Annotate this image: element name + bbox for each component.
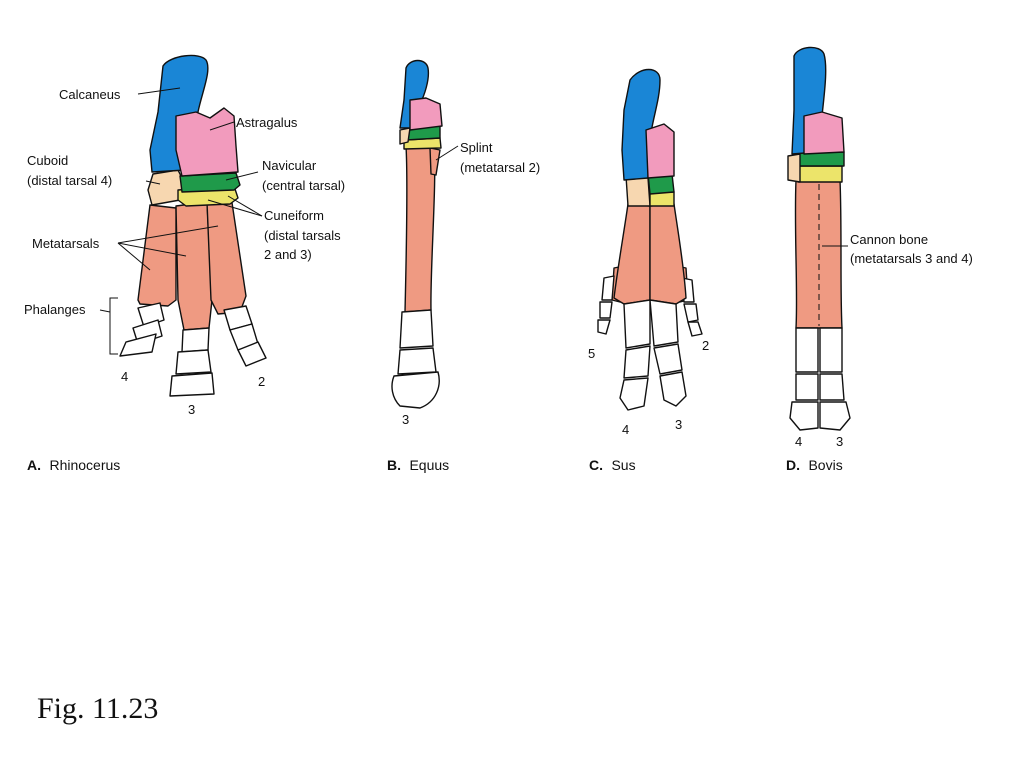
rhinocerus-foot bbox=[99, 54, 267, 397]
phalanges-leader bbox=[99, 309, 111, 313]
digit-equus-3: 3 bbox=[402, 412, 409, 427]
digit-numbers: 4 3 2 3 5 2 4 3 4 3 bbox=[121, 338, 843, 449]
equus-phalanx-1 bbox=[399, 309, 434, 349]
sus-digit-4b bbox=[623, 345, 651, 379]
caption-c-letter: C. bbox=[589, 457, 603, 473]
astragalus-leader bbox=[209, 121, 235, 131]
sus-digit-3a bbox=[649, 299, 679, 347]
rhino-metatarsal-3 bbox=[175, 201, 213, 331]
caption-b-letter: B. bbox=[387, 457, 401, 473]
sus-digit-5b bbox=[599, 301, 613, 319]
caption-d-name: Bovis bbox=[808, 457, 842, 473]
panel-captions: A. Rhinocerus B. Equus C. Sus D. Bovis bbox=[27, 457, 843, 474]
caption-d: D. Bovis bbox=[786, 457, 843, 474]
bovis-digit-4c bbox=[789, 401, 819, 431]
phalanges-bracket bbox=[109, 297, 118, 355]
sus-digit-2b bbox=[683, 303, 699, 323]
caption-c: C. Sus bbox=[589, 457, 636, 474]
bovis-digit-3a bbox=[819, 327, 843, 373]
label-cuboid-1: Cuboid bbox=[27, 153, 68, 168]
label-astragalus: Astragalus bbox=[236, 115, 298, 130]
equus-phalanx-2 bbox=[397, 347, 437, 375]
cuneiform-leader-b bbox=[207, 199, 263, 217]
label-cuneiform-3: 2 and 3) bbox=[264, 247, 312, 262]
digit-sus-3: 3 bbox=[675, 417, 682, 432]
caption-d-letter: D. bbox=[786, 457, 800, 473]
digit-rhino-2: 2 bbox=[258, 374, 265, 389]
rhino-metatarsal-4 bbox=[137, 204, 177, 307]
rhino-metatarsal-2 bbox=[206, 195, 247, 315]
caption-a-name: Rhinocerus bbox=[49, 457, 120, 473]
bovis-digit-4a bbox=[795, 327, 819, 373]
label-navicular-1: Navicular bbox=[262, 158, 317, 173]
bovis-foot bbox=[787, 46, 851, 431]
digit-rhino-4: 4 bbox=[121, 369, 128, 384]
sus-digit-4c bbox=[619, 377, 649, 411]
metatarsals-leader-c bbox=[117, 225, 219, 244]
sus-digit-4a bbox=[623, 299, 651, 349]
sus-cuboid bbox=[625, 175, 651, 207]
digit-sus-4: 4 bbox=[622, 422, 629, 437]
calcaneus-leader bbox=[137, 87, 181, 95]
sus-digit-2c bbox=[687, 321, 703, 337]
label-calcaneus: Calcaneus bbox=[59, 87, 121, 102]
label-phalanges: Phalanges bbox=[24, 302, 86, 317]
bovis-cuneiform bbox=[797, 165, 843, 183]
sus-foot bbox=[597, 68, 703, 411]
label-metatarsals: Metatarsals bbox=[32, 236, 100, 251]
bone-labels: Calcaneus Astragalus Cuboid (distal tars… bbox=[24, 87, 973, 317]
equus-foot bbox=[391, 59, 459, 409]
digit-sus-2: 2 bbox=[702, 338, 709, 353]
splint-leader bbox=[435, 145, 459, 161]
sus-astragalus bbox=[645, 123, 675, 179]
equus-astragalus bbox=[409, 97, 443, 131]
rhino-phalanx-3b bbox=[175, 349, 212, 375]
bovis-digit-3b bbox=[819, 373, 845, 401]
label-navicular-2: (central tarsal) bbox=[262, 178, 345, 193]
caption-b-name: Equus bbox=[409, 457, 449, 473]
navicular-leader bbox=[225, 171, 259, 181]
label-splint-1: Splint bbox=[460, 140, 493, 155]
digit-sus-5: 5 bbox=[588, 346, 595, 361]
label-cannon-2: (metatarsals 3 and 4) bbox=[850, 251, 973, 266]
rhino-phalanx-4c bbox=[119, 333, 157, 357]
metatarsals-leader-a bbox=[117, 242, 151, 271]
digit-bovis-3: 3 bbox=[836, 434, 843, 449]
label-cuneiform-1: Cuneiform bbox=[264, 208, 324, 223]
rhino-phalanx-2c bbox=[237, 341, 267, 367]
bovis-digit-4b bbox=[795, 373, 819, 401]
sus-digit-5c bbox=[597, 319, 611, 335]
cuboid-leader bbox=[145, 180, 161, 185]
label-cuneiform-2: (distal tarsals bbox=[264, 228, 341, 243]
bovis-digit-3c bbox=[819, 401, 851, 431]
caption-a-letter: A. bbox=[27, 457, 41, 473]
rhino-astragalus bbox=[175, 107, 239, 177]
sus-digit-5a bbox=[601, 275, 615, 301]
label-splint-2: (metatarsal 2) bbox=[460, 160, 540, 175]
equus-splint bbox=[429, 147, 441, 176]
label-cuboid-2: (distal tarsal 4) bbox=[27, 173, 112, 188]
bovis-astragalus bbox=[803, 111, 845, 155]
sus-metatarsal-3 bbox=[649, 203, 687, 305]
caption-b: B. Equus bbox=[387, 457, 449, 474]
sus-metatarsal-4 bbox=[613, 203, 651, 305]
label-cannon-1: Cannon bone bbox=[850, 232, 928, 247]
metatarsals-leader-b bbox=[117, 242, 187, 257]
sus-digit-3b bbox=[653, 343, 683, 375]
rhino-phalanx-3c bbox=[169, 372, 215, 397]
sus-digit-3c bbox=[659, 371, 687, 407]
equus-cuboid bbox=[399, 127, 411, 145]
bovis-cuboid bbox=[787, 153, 801, 183]
cuneiform-leader-a bbox=[227, 195, 263, 217]
rhino-phalanx-3a bbox=[181, 327, 210, 353]
caption-c-name: Sus bbox=[611, 457, 635, 473]
equus-phalanx-3 bbox=[391, 371, 440, 409]
figure-number: Fig. 11.23 bbox=[37, 692, 159, 725]
caption-a: A. Rhinocerus bbox=[27, 457, 120, 474]
digit-bovis-4: 4 bbox=[795, 434, 802, 449]
digit-rhino-3: 3 bbox=[188, 402, 195, 417]
